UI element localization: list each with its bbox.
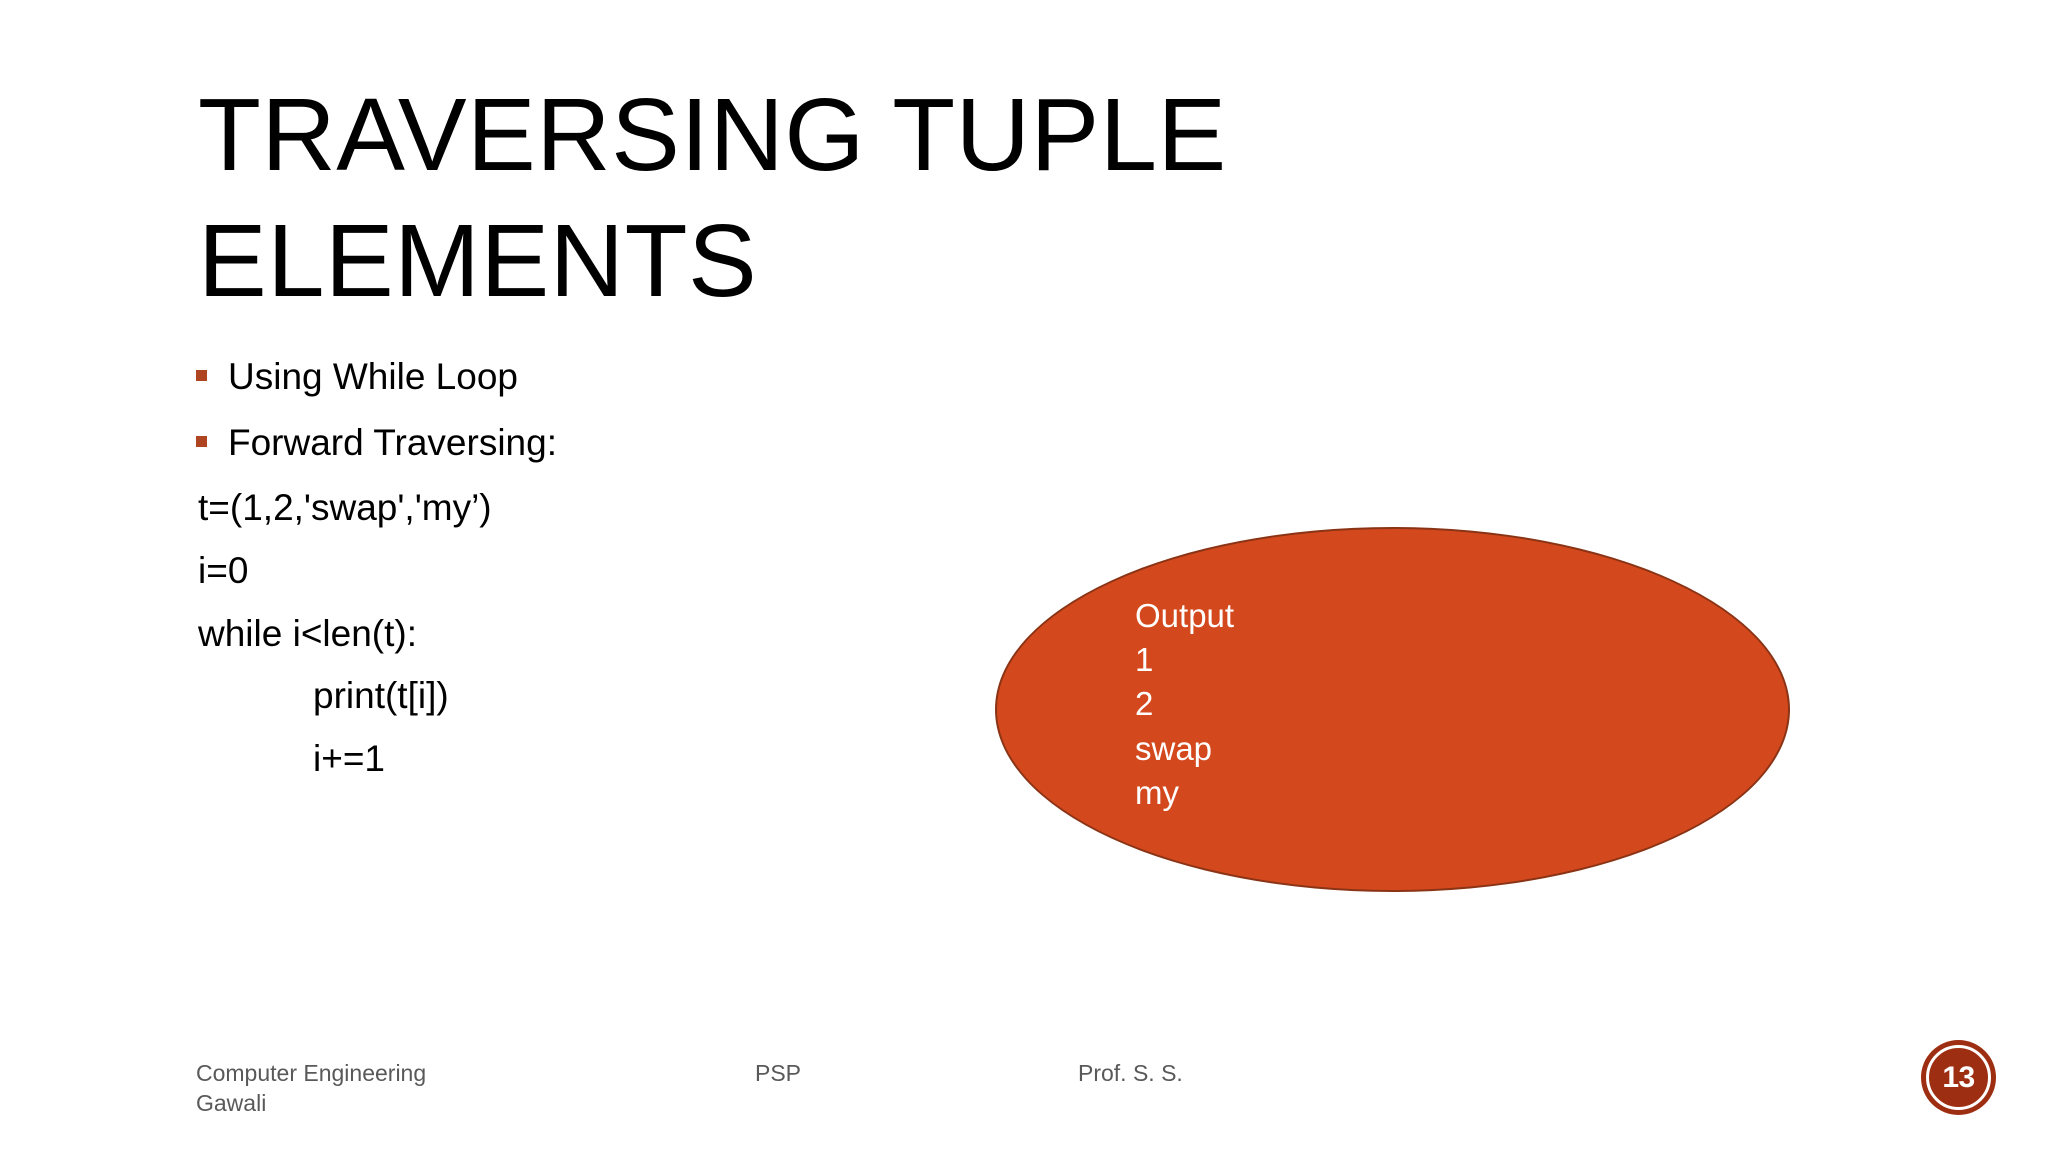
code-line: t=(1,2,'swap','my’) bbox=[198, 487, 492, 529]
square-bullet-icon bbox=[196, 435, 207, 447]
square-bullet-icon bbox=[196, 370, 207, 381]
output-line: 1 bbox=[1135, 641, 1154, 679]
badge-ring-icon bbox=[1926, 1045, 1991, 1110]
code-line: while i<len(t): bbox=[198, 612, 418, 654]
page-title: Traversing Tuple Elements bbox=[198, 77, 1227, 318]
slide-number-label: 13 bbox=[1942, 1060, 1975, 1094]
code-line: i+=1 bbox=[313, 737, 386, 779]
output-ellipse-shape bbox=[995, 527, 1790, 892]
footer-author: Prof. S. S. bbox=[1078, 1060, 1183, 1086]
footer-department: Computer Engineering Gawali bbox=[196, 1060, 427, 1117]
badge-inner-circle: 13 bbox=[1930, 1049, 1987, 1106]
slide-number-badge: 13 bbox=[1921, 1040, 1996, 1115]
code-line: print(t[i]) bbox=[313, 675, 449, 717]
content-body: Using While Loop Forward Traversing: t=(… bbox=[196, 355, 1096, 800]
output-text-block: Output 1 2 swap my bbox=[1135, 594, 1555, 815]
output-line: swap bbox=[1135, 729, 1213, 767]
output-line: my bbox=[1135, 773, 1179, 811]
output-line: 2 bbox=[1135, 685, 1154, 723]
list-item: Forward Traversing: bbox=[196, 421, 1096, 465]
code-line: i=0 bbox=[198, 549, 249, 591]
footer-subject: PSP bbox=[755, 1060, 802, 1086]
output-heading: Output bbox=[1135, 597, 1235, 634]
list-item-label: Using While Loop bbox=[228, 356, 518, 397]
list-item-label: Forward Traversing: bbox=[228, 421, 557, 463]
list-item: Using While Loop bbox=[196, 355, 1096, 399]
